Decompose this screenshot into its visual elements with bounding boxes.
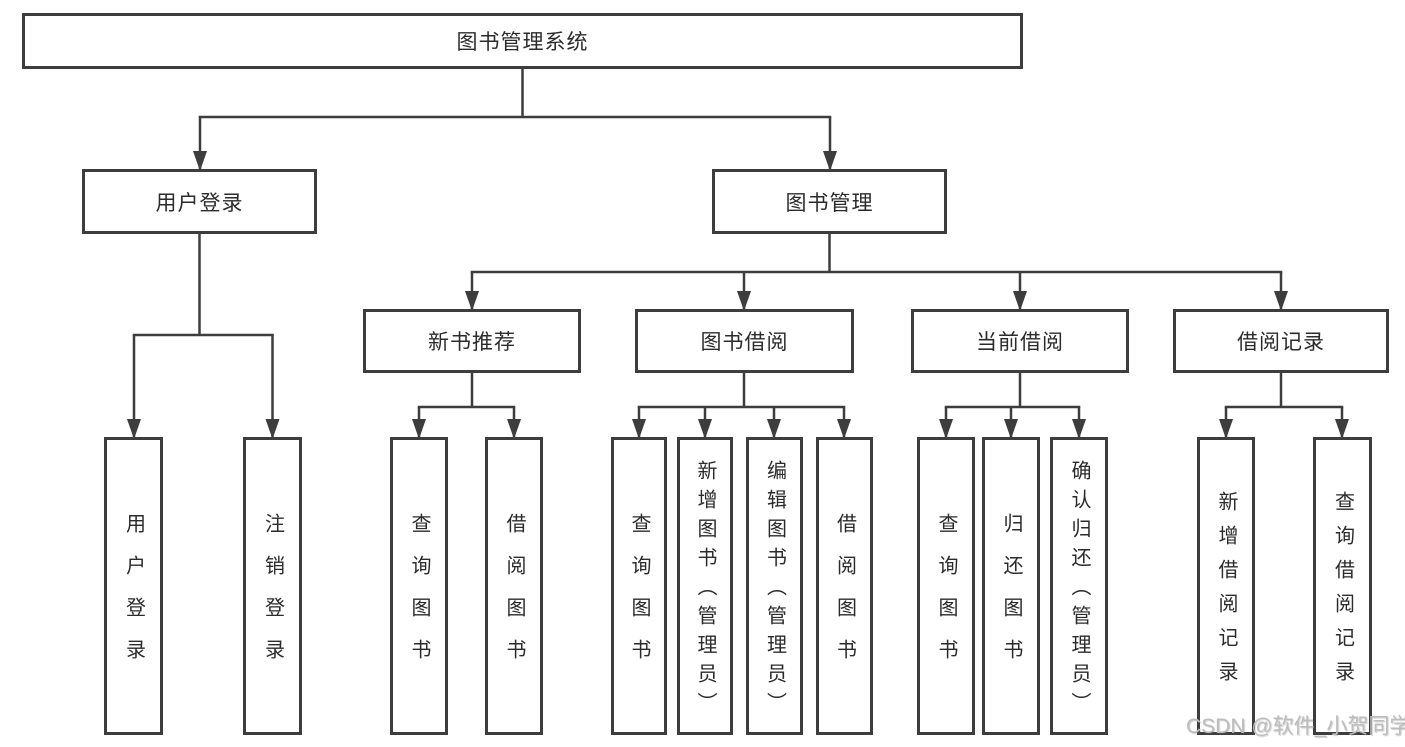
node-label: 用户登录 (155, 191, 244, 215)
node-label: 新增借阅记录 (1215, 491, 1237, 695)
node-add-book-admin: 新增图书（管理员） (677, 437, 733, 735)
node-label: 借阅图书 (503, 513, 525, 681)
node-current-borrowing: 当前借阅 (911, 309, 1129, 373)
node-user-login: 用户登录 (82, 169, 317, 234)
node-label: 注销登录 (261, 513, 284, 681)
node-borrowing-records: 借阅记录 (1173, 309, 1389, 373)
node-query-borrow-record: 查询借阅记录 (1313, 437, 1372, 735)
node-label: 借阅图书 (833, 513, 856, 681)
node-label: 查询图书 (935, 513, 957, 681)
node-label: 新书推荐 (428, 331, 516, 354)
node-new-book-recommendation: 新书推荐 (363, 309, 581, 373)
node-book-borrowing: 图书借阅 (635, 309, 854, 373)
node-user-login-leaf: 用户登录 (104, 437, 163, 735)
node-label: 用户登录 (122, 513, 145, 681)
node-label: 图书借阅 (700, 331, 789, 354)
node-label: 查询图书 (628, 513, 650, 681)
node-label: 图书管理系统 (456, 31, 589, 54)
node-label: 查询图书 (408, 513, 430, 681)
node-label: 编辑图书（管理员） (763, 460, 786, 721)
node-borrow-books-recommend: 借阅图书 (485, 437, 543, 735)
node-label: 当前借阅 (976, 331, 1064, 354)
node-borrow-books-borrowing: 借阅图书 (816, 437, 873, 735)
node-edit-book-admin: 编辑图书（管理员） (746, 437, 803, 735)
node-query-books-borrowing: 查询图书 (611, 437, 667, 735)
node-label: 新增图书（管理员） (694, 460, 716, 721)
node-label: 确认归还（管理员） (1068, 460, 1090, 721)
node-query-books-current: 查询图书 (917, 437, 975, 735)
node-logout: 注销登录 (243, 437, 302, 735)
node-label: 查询借阅记录 (1331, 491, 1354, 695)
node-library-management-system: 图书管理系统 (22, 13, 1023, 69)
node-return-books: 归还图书 (982, 437, 1040, 735)
node-confirm-return-admin: 确认归还（管理员） (1050, 437, 1108, 735)
csdn-watermark: CSDN @软件_小贺同学 (1186, 715, 1405, 738)
node-label: 归还图书 (1000, 513, 1022, 681)
node-label: 图书管理 (785, 191, 874, 215)
node-query-books-recommend: 查询图书 (390, 437, 448, 735)
node-book-management: 图书管理 (712, 169, 947, 234)
node-label: 借阅记录 (1237, 331, 1325, 354)
node-add-borrow-record: 新增借阅记录 (1197, 437, 1255, 735)
